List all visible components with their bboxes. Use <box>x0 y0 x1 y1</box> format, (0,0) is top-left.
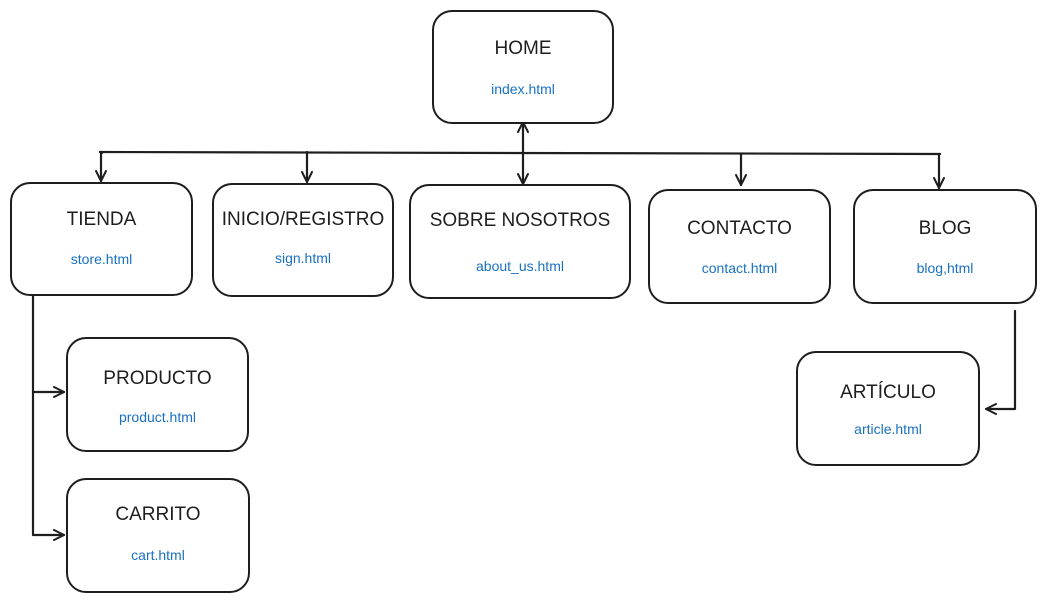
node-file: about_us.html <box>476 258 564 274</box>
node-home: HOME index.html <box>432 10 614 124</box>
node-file: product.html <box>118 409 197 425</box>
node-file: sign.html <box>274 250 332 266</box>
node-file: store.html <box>70 251 133 267</box>
node-title: BLOG <box>918 218 972 239</box>
node-carrito: CARRITO cart.html <box>66 478 250 593</box>
node-blog: BLOG blog,html <box>853 189 1037 304</box>
edge-home-bus <box>98 150 942 156</box>
edge-blog-articulo <box>984 309 1017 415</box>
node-title: TIENDA <box>66 209 137 230</box>
node-file: cart.html <box>131 547 185 563</box>
node-title: ARTÍCULO <box>840 382 936 403</box>
node-articulo: ARTÍCULO article.html <box>796 351 980 466</box>
node-title: HOME <box>494 38 552 59</box>
node-title: INICIO/REGISTRO <box>221 209 385 230</box>
node-title: SOBRE NOSOTROS <box>429 210 611 231</box>
node-tienda: TIENDA store.html <box>10 182 193 296</box>
edge-tienda-carrito <box>31 390 66 541</box>
node-file: contact.html <box>701 260 778 276</box>
node-title: CONTACTO <box>687 218 792 239</box>
node-sobre-nosotros: SOBRE NOSOTROS about_us.html <box>409 184 631 299</box>
node-file: index.html <box>491 81 555 97</box>
node-producto: PRODUCTO product.html <box>66 337 249 452</box>
node-file: blog,html <box>916 260 974 276</box>
node-title: CARRITO <box>115 504 201 525</box>
node-inicio-registro: INICIO/REGISTRO sign.html <box>212 183 394 297</box>
node-file: article.html <box>854 421 922 437</box>
node-title: PRODUCTO <box>103 368 212 389</box>
edge-tienda-producto <box>31 294 66 398</box>
node-contacto: CONTACTO contact.html <box>648 189 831 304</box>
